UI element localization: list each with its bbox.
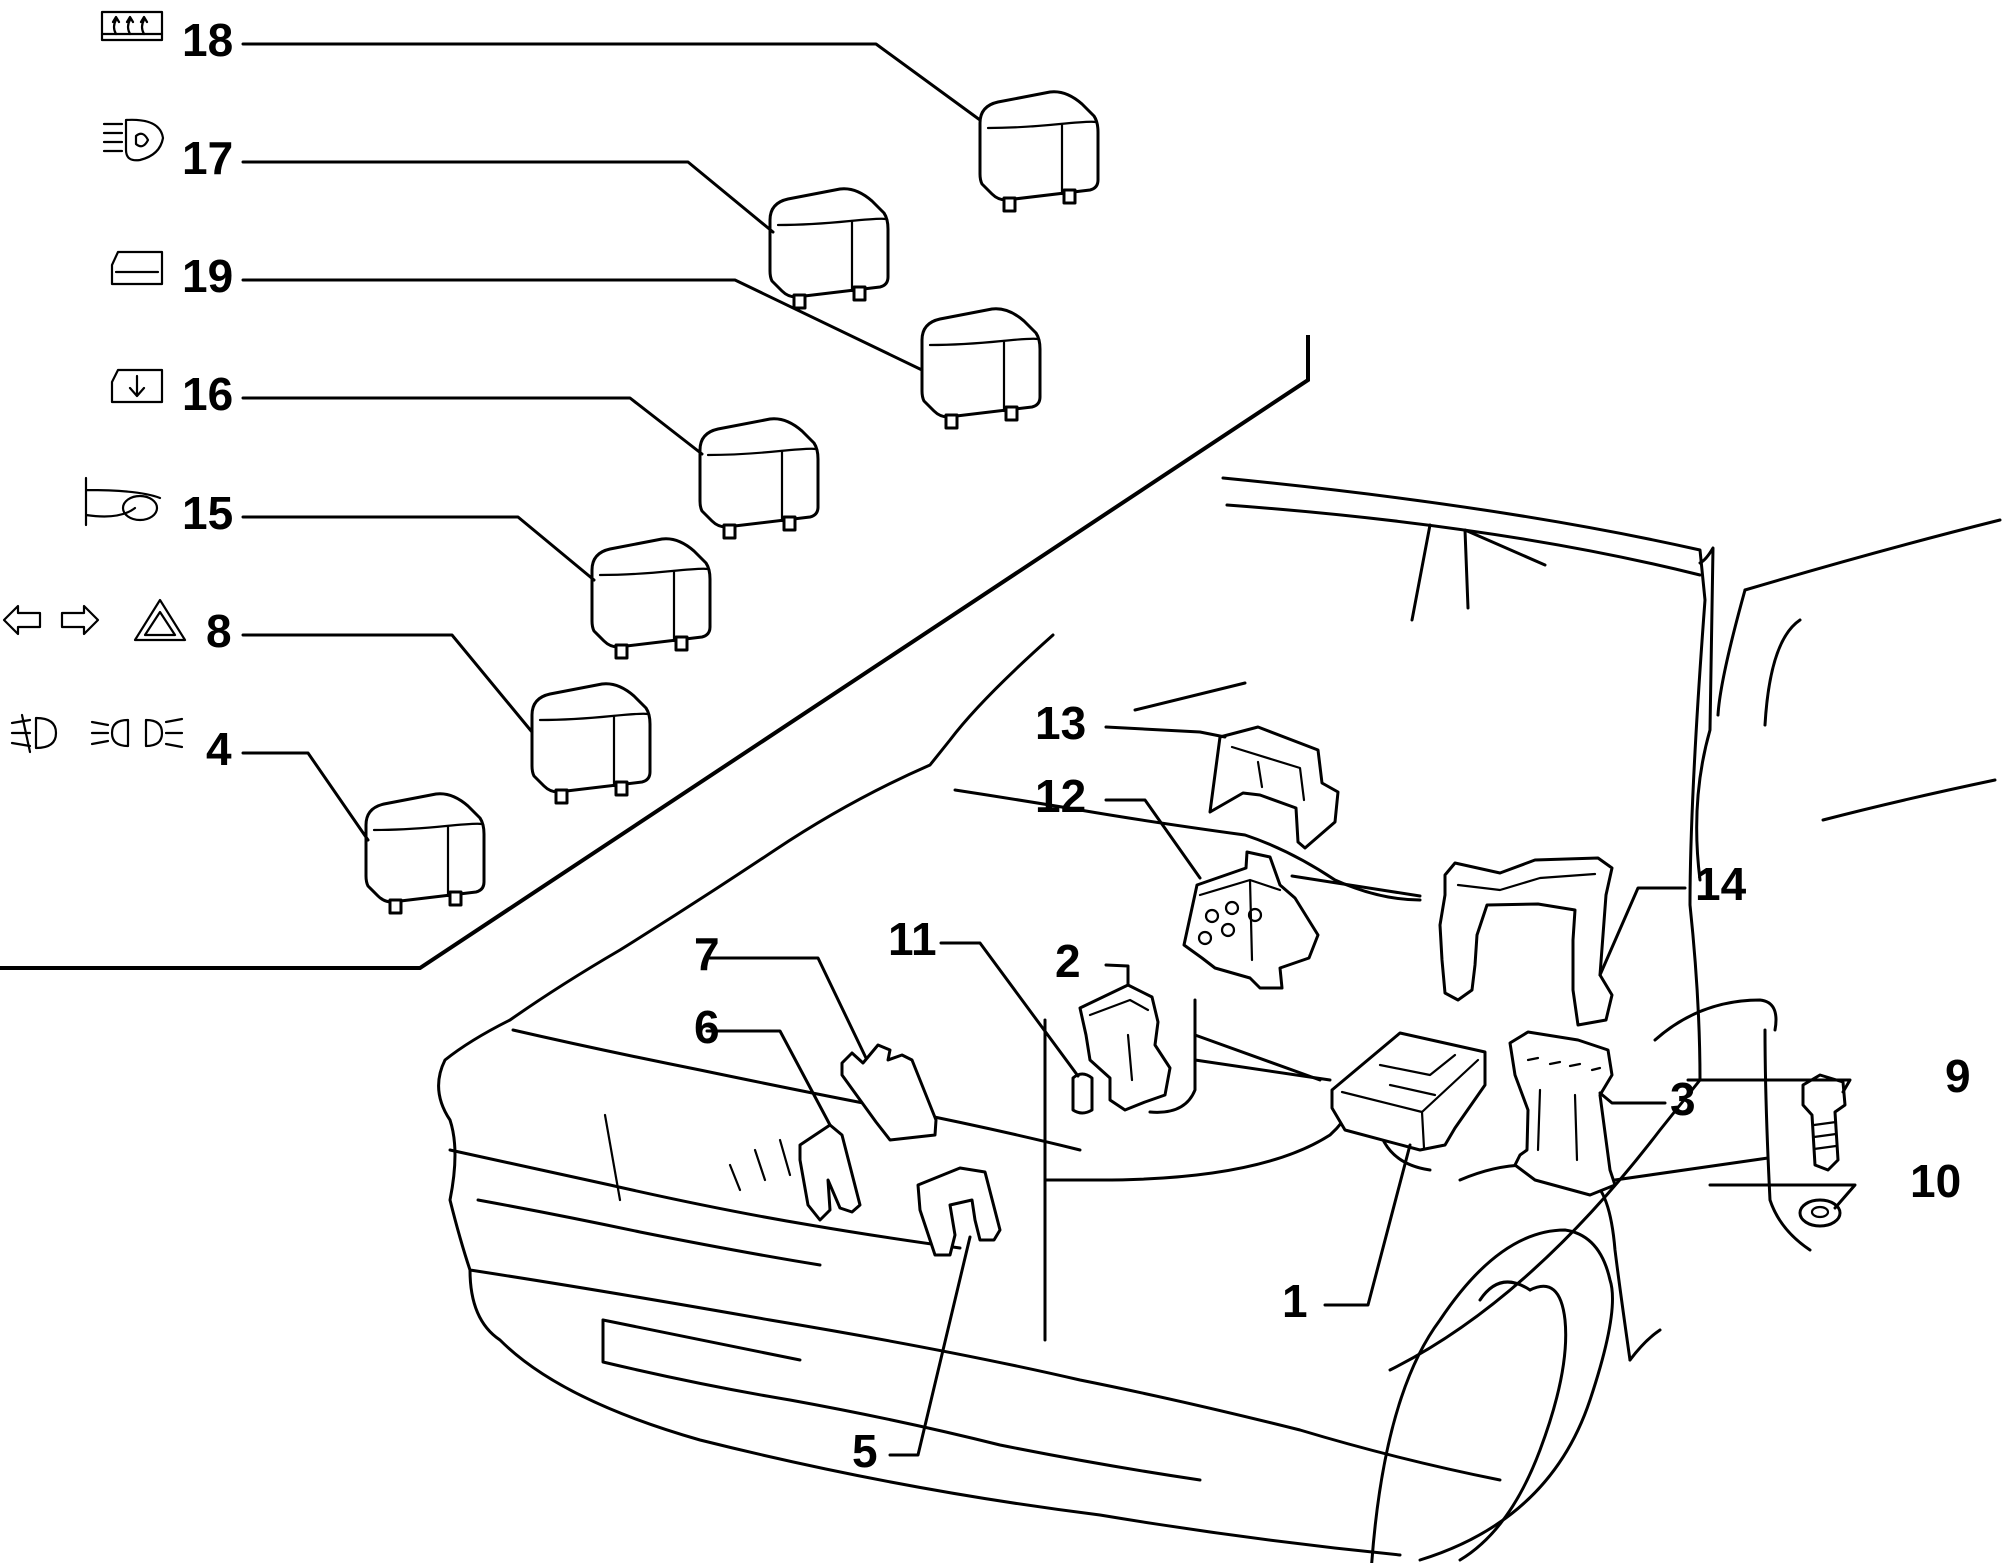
horn-icon <box>84 476 162 527</box>
label-7: 7 <box>694 928 720 980</box>
relay-18 <box>978 90 1100 213</box>
power-window-icon <box>110 250 164 286</box>
hazard-turn-signal-icon <box>2 598 187 642</box>
part-1-control-unit <box>1330 1031 1487 1152</box>
part-7-relay <box>840 1043 938 1142</box>
label-1: 1 <box>1282 1275 1308 1327</box>
label-11: 11 <box>888 913 937 965</box>
label-2: 2 <box>1055 935 1081 987</box>
headlight-washer-icon <box>102 118 165 162</box>
leader-lines <box>241 42 1857 1457</box>
label-16: 16 <box>182 368 233 420</box>
label-6: 6 <box>694 1001 720 1053</box>
label-12: 12 <box>1035 770 1086 822</box>
relay-4 <box>364 792 486 915</box>
label-3: 3 <box>1670 1073 1696 1125</box>
window-lift-icon <box>110 368 164 404</box>
part-11-pin <box>1071 1072 1094 1115</box>
label-13: 13 <box>1035 697 1086 749</box>
rear-defroster-icon <box>100 10 164 42</box>
part-14-bracket <box>1438 856 1614 1027</box>
label-19: 19 <box>182 250 233 302</box>
part-5-clip <box>916 1166 1002 1257</box>
part-2-fuse-holder <box>1078 983 1172 1112</box>
relay-15 <box>590 537 712 660</box>
fog-and-dipped-beam-icon <box>10 713 184 754</box>
divider-line <box>0 335 1310 970</box>
part-9-bolt <box>1801 1073 1847 1172</box>
label-8: 8 <box>206 605 232 657</box>
part-13-cover <box>1208 725 1340 850</box>
relay-17 <box>768 187 890 310</box>
label-5: 5 <box>852 1425 878 1477</box>
label-18: 18 <box>182 14 233 66</box>
label-10: 10 <box>1910 1155 1961 1207</box>
label-15: 15 <box>182 487 233 539</box>
part-10-washer <box>1798 1198 1842 1228</box>
label-9: 9 <box>1945 1050 1971 1102</box>
relay-8 <box>530 682 652 805</box>
label-14: 14 <box>1695 858 1747 910</box>
part-6-clip <box>798 1123 862 1222</box>
relay-16 <box>698 417 820 540</box>
relay-19 <box>920 307 1042 430</box>
label-17: 17 <box>182 132 233 184</box>
part-12-fuse-holder <box>1182 850 1320 990</box>
label-4: 4 <box>206 723 232 775</box>
part-3-mounting-plate <box>1508 1030 1617 1197</box>
